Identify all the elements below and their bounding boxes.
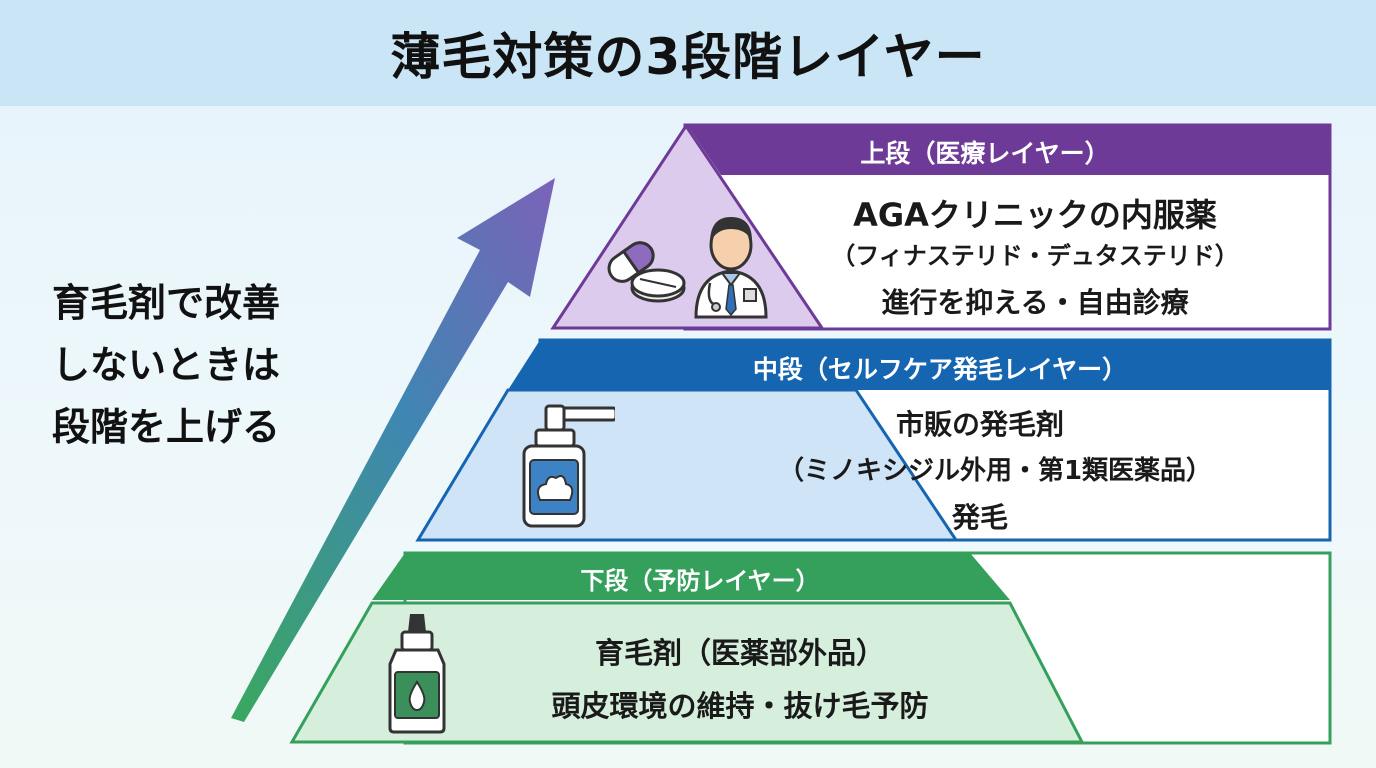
bottom-layer-line-2: 頭皮環境の維持・抜け毛予防: [551, 689, 929, 723]
top-layer-label: 上段（医療レイヤー）: [860, 139, 1110, 168]
doctor-icon: [694, 217, 768, 319]
top-layer-banner: [687, 125, 1330, 175]
top-layer-line-2: （フィナステリド・デュタステリド）: [831, 242, 1239, 270]
side-message: 育毛剤で改善 しないときは 段階を上げる: [52, 272, 392, 458]
bottom-layer-label: 下段（予防レイヤー）: [580, 567, 820, 595]
pills-icon: [607, 241, 686, 303]
side-message-line: しないときは: [52, 343, 281, 387]
middle-layer-line-1: 市販の発毛剤: [895, 408, 1064, 441]
middle-layer-banner: [508, 340, 1330, 390]
page-title: 薄毛対策の3段階レイヤー: [390, 28, 986, 86]
middle-layer-label: 中段（セルフケア発毛レイヤー）: [752, 355, 1128, 384]
middle-layer-line-3: 発毛: [951, 501, 1008, 534]
dropper-bottle-icon: [388, 614, 446, 734]
top-layer-line-1: AGAクリニックの内服薬: [853, 196, 1217, 234]
middle-layer-line-2: （ミノキシジル外用・第1類医薬品）: [777, 456, 1213, 486]
side-message-line: 段階を上げる: [52, 405, 281, 449]
growth-arrow: [231, 178, 555, 722]
bottom-layer-line-1: 育毛剤（医薬部外品）: [594, 636, 885, 670]
spray-bottle-icon: [522, 404, 615, 528]
bottom-layer-banner: [372, 553, 1010, 600]
top-layer-line-3: 進行を抑える・自由診療: [881, 286, 1189, 319]
header-banner: 薄毛対策の3段階レイヤー: [0, 0, 1376, 106]
side-message-line: 育毛剤で改善: [52, 281, 281, 325]
bottom-layer-trapezoid: [289, 601, 1085, 744]
